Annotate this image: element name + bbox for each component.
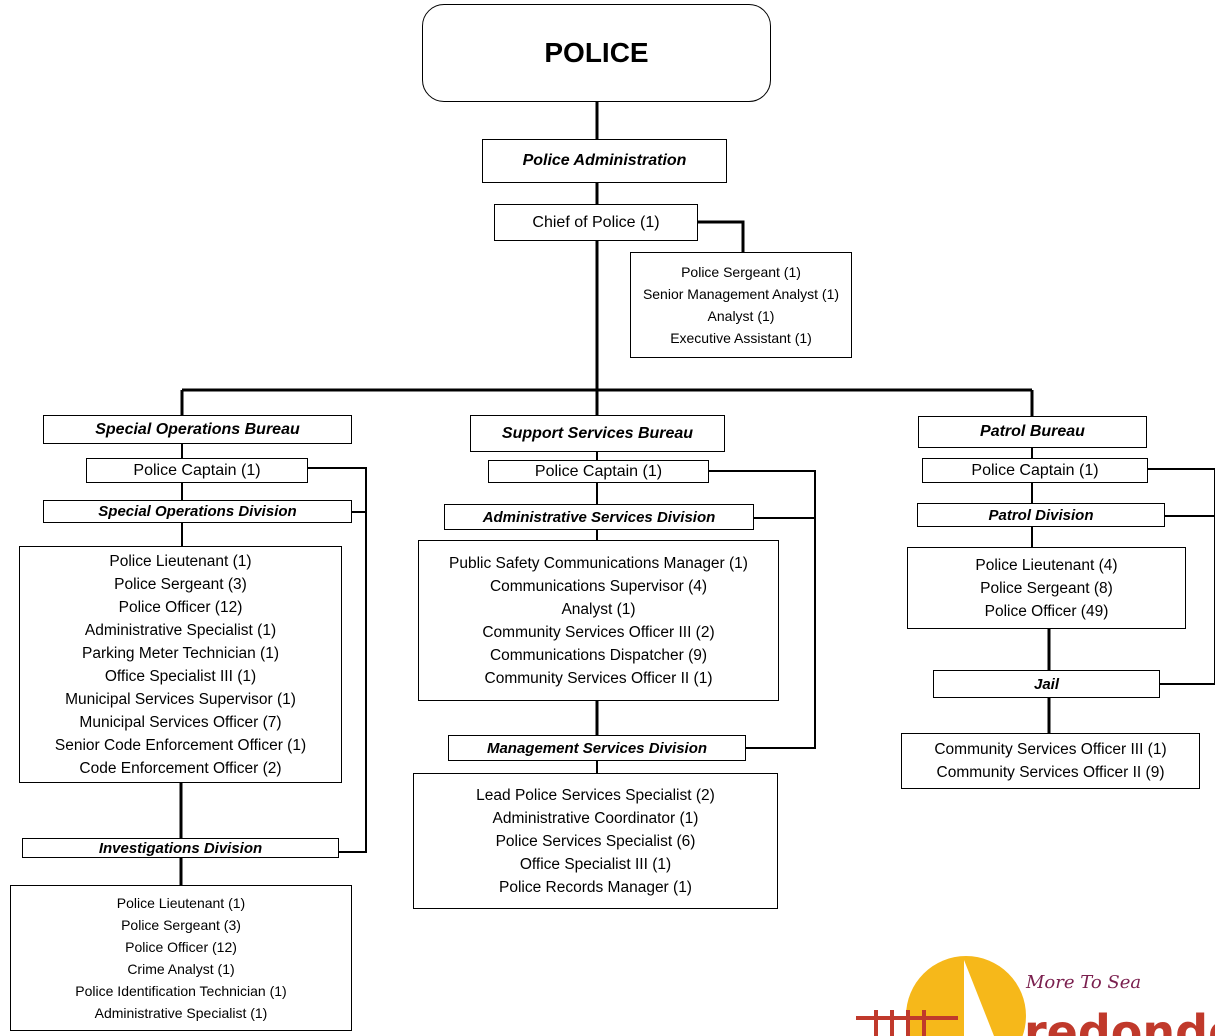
logo-tagline: More To Sea <box>1025 972 1141 993</box>
position-item: Office Specialist III (1) <box>104 667 257 685</box>
special-operations-bureau-label: Special Operations Bureau <box>95 420 300 438</box>
patrol-bureau-label: Patrol Bureau <box>980 423 1085 440</box>
position-item: Community Services Officer II (1) <box>484 669 713 687</box>
logo-bridge <box>856 1010 958 1036</box>
pb-captain-label: Police Captain (1) <box>971 461 1099 479</box>
logo-sail <box>964 960 994 1036</box>
ssb-captain-label: Police Captain (1) <box>534 462 663 480</box>
position-item: Police Sergeant (3) <box>114 575 247 593</box>
position-item: Analyst (1) <box>561 600 636 618</box>
patrol-division-positions: Police Lieutenant (4) Police Sergeant (8… <box>907 547 1186 629</box>
position-item: Police Officer (12) <box>118 598 243 616</box>
sob-captain-label: Police Captain (1) <box>133 461 261 479</box>
special-operations-division-positions: Police Lieutenant (1) Police Sergeant (3… <box>19 546 342 783</box>
management-services-division-header: Management Services Division <box>448 735 746 761</box>
position-item: Administrative Specialist (1) <box>84 621 277 639</box>
position-item: Office Specialist III (1) <box>519 855 672 873</box>
position-item: Police Lieutenant (1) <box>116 895 246 911</box>
pb-captain-box: Police Captain (1) <box>922 458 1148 483</box>
patrol-division-header: Patrol Division <box>917 503 1165 527</box>
administration-staff-box: Police Sergeant (1) Senior Management An… <box>630 252 852 358</box>
position-item: Police Lieutenant (4) <box>975 556 1118 574</box>
patrol-division-label: Patrol Division <box>988 506 1094 524</box>
position-item: Municipal Services Supervisor (1) <box>65 690 296 708</box>
support-services-bureau-label: Support Services Bureau <box>501 424 694 442</box>
position-item: Police Officer (12) <box>125 939 237 955</box>
position-item: Parking Meter Technician (1) <box>82 644 279 662</box>
administrative-services-division-label: Administrative Services Division <box>482 508 716 526</box>
position-item: Administrative Specialist (1) <box>94 1005 268 1021</box>
position-item: Public Safety Communications Manager (1) <box>449 554 748 572</box>
investigations-division-label: Investigations Division <box>98 839 263 857</box>
police-administration-label: Police Administration <box>522 152 687 169</box>
chief-of-police-label: Chief of Police (1) <box>532 213 660 231</box>
police-title: POLICE <box>422 4 771 102</box>
jail-positions: Community Services Officer III (1) Commu… <box>901 733 1200 789</box>
management-services-division-label: Management Services Division <box>486 739 708 757</box>
position-item: Administrative Coordinator (1) <box>492 809 699 827</box>
position-item: Communications Dispatcher (9) <box>489 646 708 664</box>
position-item: Community Services Officer III (1) <box>934 741 1167 758</box>
administrative-services-division-header: Administrative Services Division <box>444 504 754 530</box>
position-item: Lead Police Services Specialist (2) <box>476 786 715 804</box>
position-item: Police Services Specialist (6) <box>495 832 696 850</box>
administrative-services-division-positions: Public Safety Communications Manager (1)… <box>418 540 779 701</box>
investigations-division-positions: Police Lieutenant (1) Police Sergeant (3… <box>10 885 352 1031</box>
redondo-logo-graphic: More To Sea redondo <box>856 956 1215 1036</box>
staff-item: Senior Management Analyst (1) <box>642 286 840 302</box>
position-item: Municipal Services Officer (7) <box>79 713 282 731</box>
position-item: Police Sergeant (8) <box>980 579 1113 597</box>
police-title-text: POLICE <box>544 37 649 68</box>
logo-wordmark: redondo <box>1024 1005 1215 1036</box>
redondo-logo: More To Sea redondo <box>846 948 1215 1036</box>
ssb-captain-box: Police Captain (1) <box>488 460 709 483</box>
special-operations-division-label: Special Operations Division <box>98 503 297 520</box>
special-operations-bureau-header: Special Operations Bureau <box>43 415 352 444</box>
position-item: Crime Analyst (1) <box>127 961 235 977</box>
jail-label: Jail <box>1033 675 1060 693</box>
police-administration-header: Police Administration <box>482 139 727 183</box>
staff-item: Executive Assistant (1) <box>670 330 812 346</box>
position-item: Communications Supervisor (4) <box>489 577 708 595</box>
staff-item: Analyst (1) <box>707 308 775 324</box>
special-operations-division-header: Special Operations Division <box>43 500 352 523</box>
position-item: Police Records Manager (1) <box>499 878 692 896</box>
investigations-division-header: Investigations Division <box>22 838 339 858</box>
management-services-division-positions: Lead Police Services Specialist (2) Admi… <box>413 773 778 909</box>
chief-of-police-box: Chief of Police (1) <box>494 204 698 241</box>
position-item: Police Sergeant (3) <box>121 917 241 933</box>
position-item: Community Services Officer III (2) <box>482 623 715 641</box>
jail-header: Jail <box>933 670 1160 698</box>
position-item: Code Enforcement Officer (2) <box>79 759 282 777</box>
staff-item: Police Sergeant (1) <box>681 264 801 280</box>
patrol-bureau-header: Patrol Bureau <box>918 416 1147 448</box>
sob-captain-box: Police Captain (1) <box>86 458 308 483</box>
position-item: Police Identification Technician (1) <box>75 983 287 999</box>
position-item: Senior Code Enforcement Officer (1) <box>54 736 307 754</box>
position-item: Community Services Officer II (9) <box>936 764 1165 781</box>
position-item: Police Officer (49) <box>984 602 1109 620</box>
support-services-bureau-header: Support Services Bureau <box>470 415 725 452</box>
position-item: Police Lieutenant (1) <box>109 552 252 570</box>
